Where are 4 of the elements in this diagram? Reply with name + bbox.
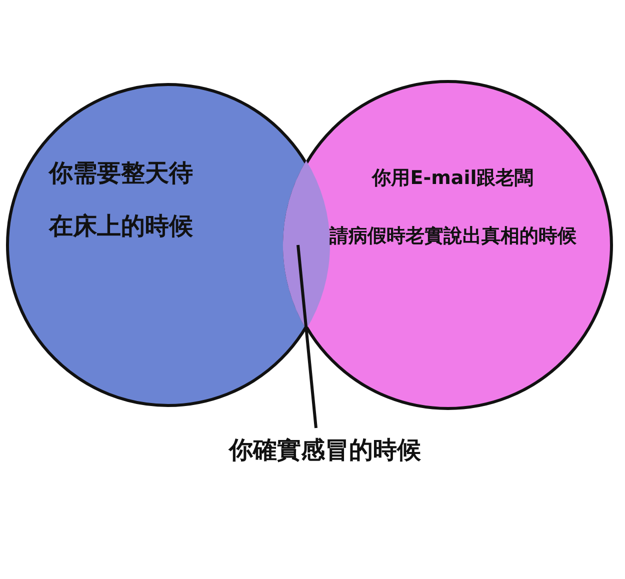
venn-label: 你用E-mail跟老闆: [372, 166, 534, 191]
venn-label: 請病假時老實說出真相的時候: [330, 224, 576, 249]
venn-label: 你需要整天待在床上的時候: [49, 158, 193, 242]
venn-label: 你確實感冒的時候: [229, 435, 421, 466]
